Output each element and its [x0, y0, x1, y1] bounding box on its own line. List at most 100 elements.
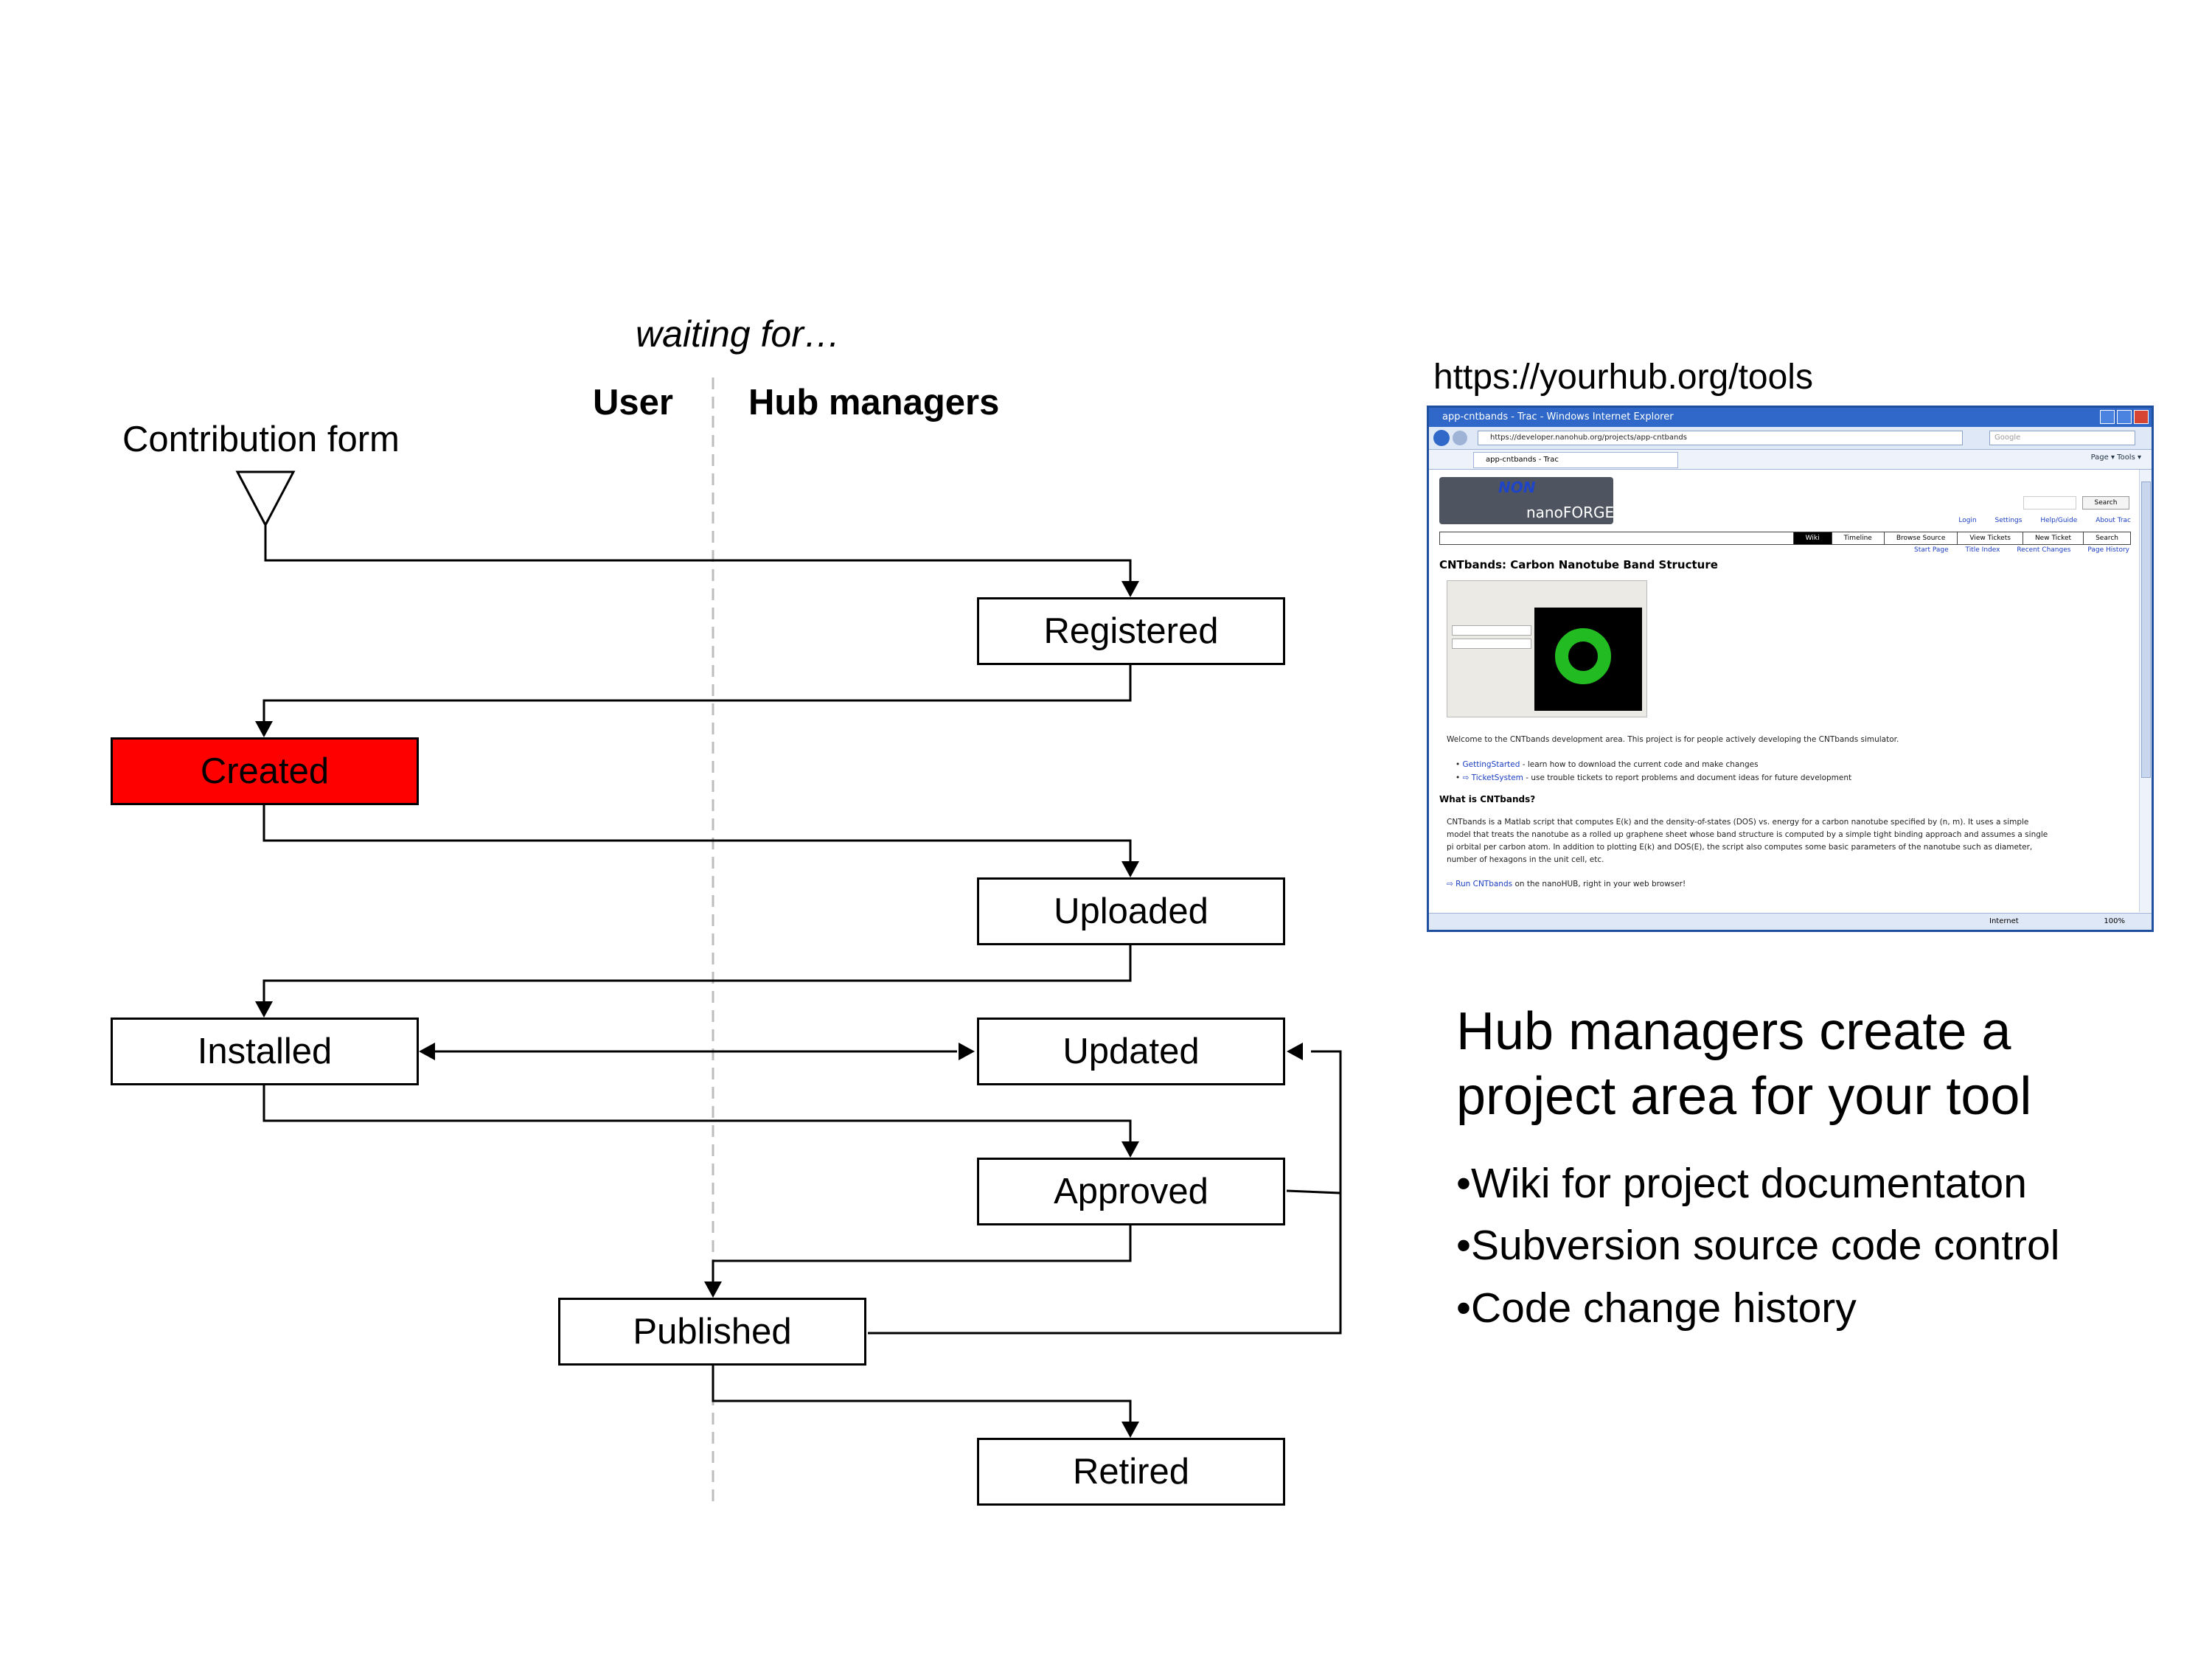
arrowhead [255, 721, 273, 737]
page-title: CNTbands: Carbon Nanotube Band Structure [1439, 558, 1718, 571]
edge-uploaded-installed [262, 945, 1132, 1004]
state-published: Published [558, 1298, 866, 1366]
browser-screenshot: app-cntbands - Trac - Windows Internet E… [1427, 406, 2154, 932]
thumbnail-control [1452, 625, 1531, 636]
logo-top-text: NON [1498, 479, 1536, 496]
arrowhead [419, 1043, 435, 1060]
arrowhead [1121, 861, 1139, 877]
run-link: ⇨ Run CNTbands [1447, 880, 1513, 888]
page-content: NON nanoFORGE Search Login Settings Help… [1429, 470, 2140, 912]
description-line: CNTbands is a Matlab script that compute… [1447, 818, 2029, 827]
arrowhead [1121, 1141, 1139, 1158]
arrowhead [1121, 581, 1139, 597]
description-line: pi orbital per carbon atom. In addition … [1447, 843, 2033, 852]
main-nav-item: Timeline [1831, 532, 1884, 544]
context-nav-item: Recent Changes [2017, 546, 2071, 554]
nanotube-plot [1534, 608, 1642, 711]
run-line: ⇨ Run CNTbands on the nanoHUB, right in … [1447, 880, 1686, 888]
nanotube-ring [1555, 628, 1611, 684]
user-column-label: User [593, 383, 673, 422]
logo-bottom-text: nanoFORGE [1526, 504, 1613, 521]
description-line: model that treats the nanotube as a roll… [1447, 830, 2048, 839]
edge-created-uploaded [262, 805, 1132, 864]
browser-tab: app-cntbands - Trac [1473, 452, 1678, 468]
state-installed: Installed [111, 1018, 419, 1085]
site-search-input [2023, 496, 2076, 509]
forward-icon [1453, 431, 1467, 445]
feature-bullet: •Subversion source code control [1456, 1222, 2060, 1269]
browser-search-field: Google [1989, 431, 2135, 445]
main-nav-item: New Ticket [2022, 532, 2083, 544]
ticket-system-link: ⇨ TicketSystem [1462, 773, 1523, 782]
state-retired: Retired [977, 1438, 1285, 1506]
contribution-form-label: Contribution form [122, 420, 400, 459]
scrollbar-thumb [2141, 481, 2151, 778]
meta-nav-item: Settings [1994, 517, 2023, 524]
minimize-icon [2100, 410, 2115, 424]
close-icon [2134, 410, 2149, 424]
list-item-text: - learn how to download the current code… [1520, 760, 1759, 769]
main-nav-item: View Tickets [1957, 532, 2023, 544]
address-field: https://developer.nanohub.org/projects/a… [1478, 431, 1963, 445]
edge-approved-published [712, 1225, 1132, 1284]
section-heading: What is CNTbands? [1439, 794, 1536, 804]
main-nav: Wiki Timeline Browse Source View Tickets… [1439, 532, 2131, 545]
status-bar: Internet 100% [1429, 913, 2152, 930]
waiting-for-label: waiting for… [636, 313, 841, 355]
edge-published-updated [868, 1193, 1342, 1335]
arrowhead [704, 1281, 722, 1298]
context-nav: Start Page Title Index Recent Changes Pa… [1899, 546, 2129, 554]
list-item: • GettingStarted - learn how to download… [1455, 760, 1759, 769]
arrowhead [1287, 1043, 1303, 1060]
list-item: • ⇨ TicketSystem - use trouble tickets t… [1455, 773, 1852, 782]
meta-nav-item: About Trac [2096, 517, 2131, 524]
arrowhead [1121, 1422, 1139, 1438]
tab-strip: app-cntbands - Trac Page ▾ Tools ▾ [1429, 450, 2152, 470]
internet-zone: Internet [1989, 917, 2019, 925]
meta-nav: Login Settings Help/Guide About Trac [1942, 517, 2131, 524]
edge-published-retired [712, 1366, 1132, 1425]
hub-managers-column-label: Hub managers [748, 383, 1000, 422]
main-nav-item: Browse Source [1883, 532, 1958, 544]
vertical-scrollbar [2139, 470, 2152, 912]
description-heading-line1: Hub managers create a [1456, 1002, 2011, 1061]
meta-nav-item: Help/Guide [2040, 517, 2078, 524]
state-approved: Approved [977, 1158, 1285, 1225]
feature-bullet: •Wiki for project documentaton [1456, 1160, 2027, 1207]
arrowhead [255, 1001, 273, 1018]
state-registered: Registered [977, 597, 1285, 665]
url-caption: https://yourhub.org/tools [1433, 358, 1813, 397]
edge-installed-approved [262, 1085, 1132, 1144]
state-uploaded: Uploaded [977, 877, 1285, 945]
toolbar-tools: Page ▾ Tools ▾ [2090, 453, 2141, 462]
main-nav-item: Wiki [1792, 532, 1832, 544]
context-nav-item: Page History [2087, 546, 2129, 554]
site-search-button: Search [2082, 496, 2129, 509]
address-bar: https://developer.nanohub.org/projects/a… [1429, 427, 2152, 450]
welcome-text: Welcome to the CNTbands development area… [1447, 735, 1899, 744]
run-text: on the nanoHUB, right in your web browse… [1512, 880, 1686, 888]
context-nav-item: Start Page [1914, 546, 1949, 554]
app-thumbnail [1447, 580, 1647, 717]
list-item-text: - use trouble tickets to report problems… [1523, 773, 1852, 782]
feature-bullet: •Code change history [1456, 1284, 1857, 1332]
start-triangle [235, 470, 296, 528]
description-heading-line2: project area for your tool [1456, 1067, 2032, 1126]
window-titlebar: app-cntbands - Trac - Windows Internet E… [1429, 408, 2152, 427]
edge-form-registered [264, 525, 1132, 584]
zoom-level: 100% [2104, 917, 2125, 925]
edge-approved-updated [1286, 1050, 1342, 1194]
getting-started-link: GettingStarted [1462, 760, 1520, 769]
meta-nav-item: Login [1958, 517, 1977, 524]
maximize-icon [2117, 410, 2132, 424]
nanoforge-logo: NON nanoFORGE [1439, 477, 1613, 524]
main-nav-item: Search [2083, 532, 2130, 544]
thumbnail-control [1452, 639, 1531, 649]
window-title: app-cntbands - Trac - Windows Internet E… [1442, 411, 1674, 422]
description-line: number of hexagons in the unit cell, etc… [1447, 855, 1604, 864]
context-nav-item: Title Index [1965, 546, 2000, 554]
back-icon [1433, 430, 1450, 446]
arrowhead [959, 1043, 975, 1060]
